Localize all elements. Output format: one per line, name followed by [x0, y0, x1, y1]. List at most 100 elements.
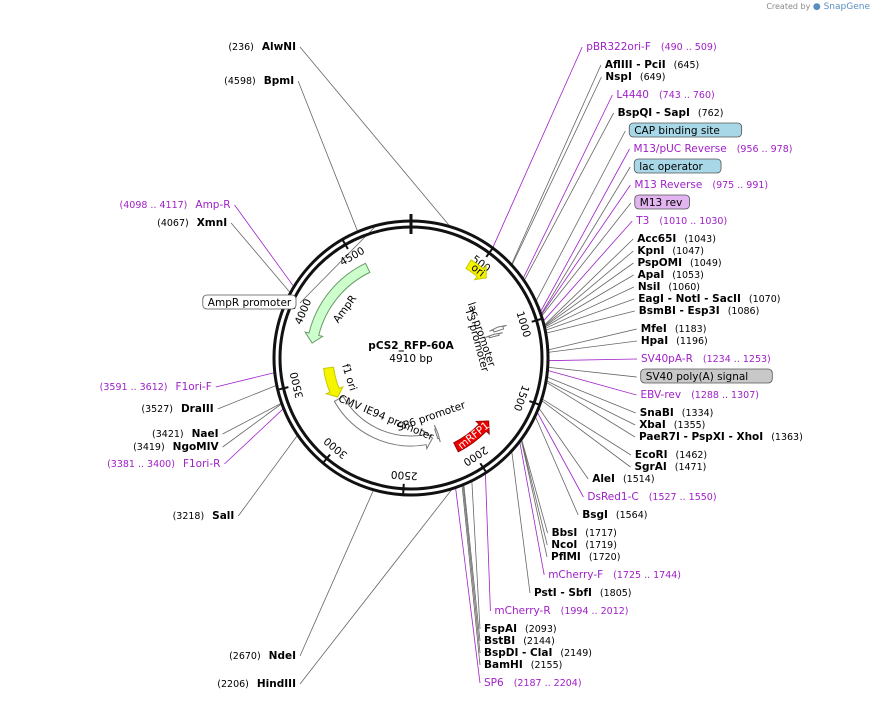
f1ori-r-name-text: F1ori-R — [183, 458, 220, 470]
naei-name: NaeI — [192, 428, 219, 440]
l4440-leader — [522, 94, 613, 281]
f1ori-f-leader — [215, 371, 276, 388]
bamhi-leader — [461, 484, 481, 666]
site-alei[interactable]: AleI(1514) — [592, 473, 654, 485]
site-ngomiv[interactable]: (3419)NgoMIV — [133, 441, 219, 453]
alei-pos: (1514) — [623, 474, 655, 485]
site-t3p[interactable]: T3(1010 .. 1030) — [635, 215, 727, 227]
tick-label: 1500 — [511, 383, 531, 412]
site-ncoi[interactable]: NcoI(1719) — [551, 539, 617, 551]
site-dsred[interactable]: DsRed1-C(1527 .. 1550) — [587, 491, 716, 503]
site-bsmbi[interactable]: BsmBI - Esp3I(1086) — [639, 305, 760, 317]
feature-mrfp1-arrow[interactable] — [453, 420, 490, 453]
site-sp6p[interactable]: SP6 (2187 .. 2204) — [484, 677, 582, 689]
site-ndei[interactable]: (2670)NdeI — [229, 650, 296, 662]
site-bamhi[interactable]: BamHI(2155) — [484, 659, 562, 671]
ndei-label: (2670)NdeI — [229, 650, 296, 662]
feature-sp6-arrow[interactable] — [433, 424, 441, 443]
site-bbsi[interactable]: BbsI(1717) — [552, 527, 617, 539]
xbai-label: XbaI(1355) — [639, 419, 705, 431]
naei-leader — [222, 402, 283, 435]
site-lacop[interactable]: lac operator — [633, 158, 722, 174]
site-sgrai[interactable]: SgrAI(1471) — [634, 461, 706, 473]
site-afliii[interactable]: AflIII - PciI(645) — [605, 59, 699, 71]
site-sali[interactable]: (3218)SalI — [173, 510, 235, 522]
sp6p-name-text: SP6 — [484, 677, 504, 689]
site-bspqi[interactable]: BspQI - SapI(762) — [618, 107, 724, 119]
sv40sig-box — [640, 368, 773, 384]
feature-ori-arrow[interactable] — [465, 259, 487, 281]
l4440-name-text: L4440 — [616, 89, 649, 101]
site-xbai[interactable]: XbaI(1355) — [639, 419, 705, 431]
site-bspdi[interactable]: BspDI - ClaI(2149) — [484, 647, 592, 659]
site-psppomi[interactable]: PspOMI(1049) — [637, 257, 721, 269]
site-m13rev[interactable]: M13 rev — [634, 194, 690, 210]
site-sv40pa[interactable]: SV40pA-R(1234 .. 1253) — [641, 353, 771, 365]
site-alwni[interactable]: (236)AlwNI — [228, 41, 296, 53]
apai-label: ApaI(1053) — [638, 269, 704, 281]
nsii-pos: (1060) — [668, 282, 700, 293]
site-xmni[interactable]: (4067)XmnI — [157, 217, 227, 229]
mcherryr-leader — [484, 471, 491, 612]
site-paer7i[interactable]: PaeR7I - PspXI - XhoI(1363) — [639, 431, 803, 443]
site-amprpromoter[interactable]: AmpR promoter — [202, 294, 297, 310]
sv40pa-range: (1234 .. 1253) — [703, 354, 771, 365]
site-fspai[interactable]: FspAI(2093) — [484, 623, 557, 635]
site-mcherryf[interactable]: mCherry-F(1725 .. 1744) — [548, 569, 681, 581]
bamhi-label: BamHI(2155) — [484, 659, 562, 671]
amprpromoter-name: AmpR promoter — [208, 297, 292, 309]
fspai-label: FspAI(2093) — [484, 623, 557, 635]
site-ebvrev[interactable]: EBV-rev(1288 .. 1307) — [640, 389, 759, 401]
site-hindiii[interactable]: (2206)HindIII — [217, 678, 296, 690]
site-pflmi[interactable]: PflMI(1720) — [551, 551, 620, 563]
site-nspi[interactable]: NspI(649) — [605, 71, 665, 83]
site-snabi[interactable]: SnaBI(1334) — [640, 407, 714, 419]
site-pbr322[interactable]: pBR322ori-F(490 .. 509) — [586, 41, 716, 53]
site-bstbi[interactable]: BstBI(2144) — [484, 635, 555, 647]
site-kpni[interactable]: KpnI(1047) — [637, 245, 704, 257]
site-eagi[interactable]: EagI - NotI - SacII(1070) — [638, 293, 780, 305]
site-f1ori-r[interactable]: (3381 .. 3400)F1ori-R — [107, 458, 220, 470]
feature-f1ori-arrow[interactable] — [323, 366, 344, 398]
site-psti[interactable]: PstI - SbfI(1805) — [534, 587, 632, 599]
site-l4440[interactable]: L4440(743 .. 760) — [616, 89, 714, 101]
afliii-label: AflIII - PciI(645) — [605, 59, 699, 71]
site-hpai[interactable]: HpaI(1196) — [641, 335, 708, 347]
feature-lac-arrow[interactable] — [489, 324, 507, 333]
site-sv40sig[interactable]: SV40 poly(A) signal — [640, 368, 773, 384]
site-m13puc[interactable]: M13/pUC Reverse(956 .. 978) — [634, 143, 793, 155]
site-bsgi[interactable]: BsgI(1564) — [582, 509, 647, 521]
acc65i-leader — [542, 238, 634, 327]
afliii-pos: (645) — [674, 60, 700, 71]
feature-t3-arrow[interactable] — [485, 332, 503, 339]
bamhi-name: BamHI — [484, 659, 523, 671]
site-mfei[interactable]: MfeI(1183) — [641, 323, 707, 335]
feature-ampr-arrow[interactable] — [304, 262, 371, 344]
site-bpmi[interactable]: (4598)BpmI — [224, 75, 294, 87]
nsii-name: NsiI — [638, 281, 661, 293]
site-mcherryr[interactable]: mCherry-R(1994 .. 2012) — [494, 605, 628, 617]
site-acc65i[interactable]: Acc65I(1043) — [637, 233, 716, 245]
feature-cmv-arrow[interactable] — [333, 395, 434, 451]
site-nsii[interactable]: NsiI (1060) — [638, 281, 700, 293]
m13puc-range: (956 .. 978) — [737, 144, 793, 155]
site-ecori[interactable]: EcoRI(1462) — [635, 449, 707, 461]
site-naei[interactable]: (3421)NaeI — [152, 428, 218, 440]
site-draiii[interactable]: (3527)DraIII — [141, 403, 213, 415]
sv40pa-name: SV40pA-R(1234 .. 1253) — [641, 353, 771, 365]
hpai-leader — [546, 340, 637, 353]
site-f1ori-f[interactable]: (3591 .. 3612)F1ori-F — [100, 381, 212, 393]
psti-name: PstI - SbfI — [534, 587, 592, 599]
sgrai-pos: (1471) — [675, 462, 707, 473]
nspi-label: NspI(649) — [605, 71, 665, 83]
site-apai[interactable]: ApaI(1053) — [638, 269, 704, 281]
sp6p-range: (2187 .. 2204) — [514, 678, 582, 689]
site-ampr-p[interactable]: (4098 .. 4117)Amp-R — [120, 199, 231, 211]
nsii-label: NsiI (1060) — [638, 281, 700, 293]
site-m13r[interactable]: M13 Reverse(975 .. 991) — [634, 179, 768, 191]
ebvrev-leader — [546, 369, 637, 396]
bsmbi-pos: (1086) — [728, 306, 760, 317]
f1ori-f-name: (3591 .. 3612)F1ori-F — [100, 381, 212, 393]
site-cap[interactable]: CAP binding site — [628, 122, 743, 138]
